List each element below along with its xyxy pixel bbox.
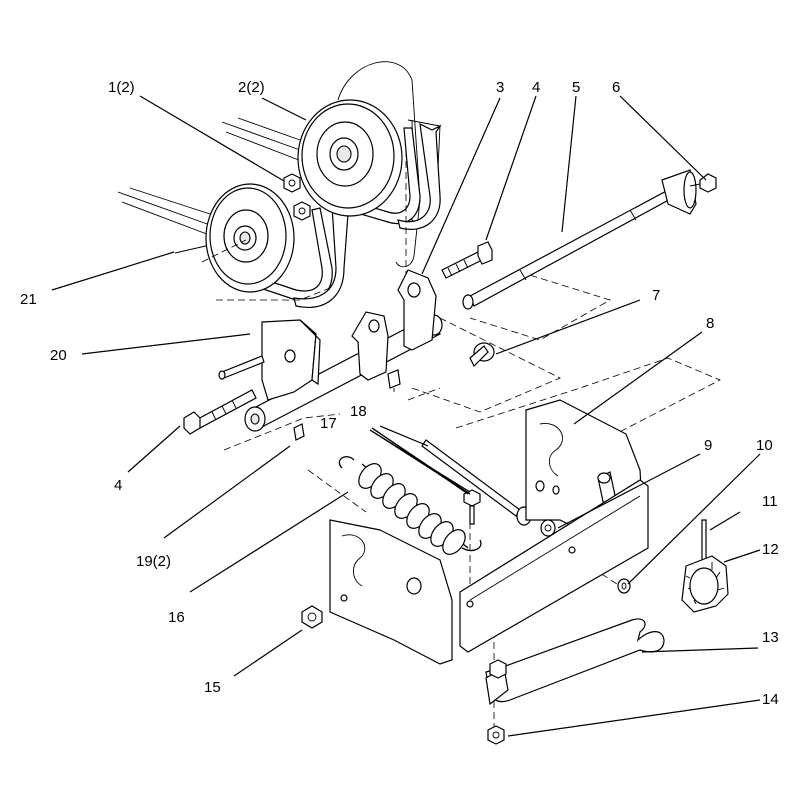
callout-15: 15 xyxy=(204,679,221,696)
callout-20: 20 xyxy=(50,347,67,364)
knob-and-pin xyxy=(681,519,729,613)
tension-spring xyxy=(338,456,482,555)
callout-3: 3 xyxy=(496,79,504,96)
pulley-nuts xyxy=(283,173,311,221)
callout-21: 21 xyxy=(20,291,37,308)
cross-shaft-assembly xyxy=(244,269,495,432)
callout-14: 14 xyxy=(762,691,779,708)
callout-13: 13 xyxy=(762,629,779,646)
left-bracket xyxy=(218,319,321,401)
callout-6: 6 xyxy=(612,79,620,96)
callout-4-upper: 4 xyxy=(532,79,540,96)
callout-9: 9 xyxy=(704,437,712,454)
lower-pulley xyxy=(205,183,295,293)
callout-5: 5 xyxy=(572,79,580,96)
callout-17: 17 xyxy=(320,415,337,432)
callout-11: 11 xyxy=(762,493,778,510)
callout-2: 2(2) xyxy=(238,79,265,96)
bolt-17 xyxy=(463,489,481,525)
callout-19: 19(2) xyxy=(136,553,171,570)
callout-8: 8 xyxy=(706,315,714,332)
small-screws xyxy=(293,369,401,441)
callout-labels: 1(2) 2(2) 3 4 5 6 7 8 9 10 11 12 13 14 1… xyxy=(20,79,779,708)
drive-belts xyxy=(117,117,305,254)
lever-rod xyxy=(485,618,665,706)
lower-bolt xyxy=(183,389,257,435)
callout-16: 16 xyxy=(168,609,185,626)
leader-lines xyxy=(51,95,761,737)
upper-pulley xyxy=(297,99,403,217)
upper-bolt xyxy=(441,241,493,279)
main-frame xyxy=(329,399,649,665)
callout-4-lower: 4 xyxy=(114,477,122,494)
pivot-shaft xyxy=(462,169,697,310)
rod-18 xyxy=(421,439,532,526)
washers xyxy=(540,519,631,594)
callout-1: 1(2) xyxy=(108,79,135,96)
callout-18: 18 xyxy=(350,403,367,420)
nuts xyxy=(301,605,505,745)
callout-12: 12 xyxy=(762,541,779,558)
callout-10: 10 xyxy=(756,437,773,454)
callout-7: 7 xyxy=(652,287,660,304)
